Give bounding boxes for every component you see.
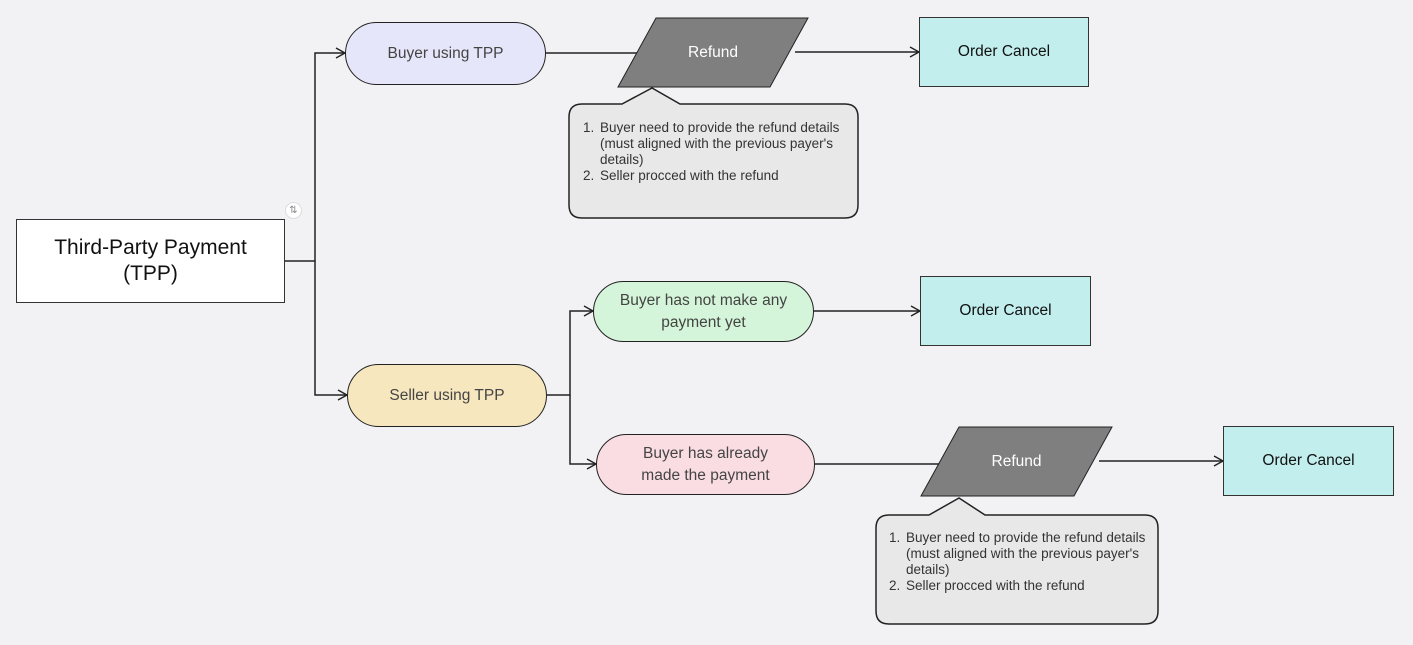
node-seller-using-tpp[interactable]: Seller using TPP bbox=[347, 364, 547, 427]
order-cancel-node-2[interactable]: Order Cancel bbox=[920, 276, 1091, 346]
order-cancel-node-2-label: Order Cancel bbox=[959, 302, 1052, 319]
connector-seller-tpp-to-already-paid bbox=[569, 395, 598, 470]
order-cancel-node-3-label: Order Cancel bbox=[1262, 452, 1355, 469]
connector-root-to-buyer-tpp bbox=[285, 47, 347, 262]
order-cancel-node-3[interactable]: Order Cancel bbox=[1223, 426, 1394, 496]
node-buyer-not-paid[interactable]: Buyer has not make any payment yet bbox=[593, 281, 814, 342]
refund-shape-1 bbox=[617, 17, 809, 88]
refund-node-1[interactable]: Refund bbox=[618, 18, 808, 87]
refund-note-2-step-2: Seller procced with the refund bbox=[904, 578, 1150, 594]
refund-note-1[interactable]: Buyer need to provide the refund details… bbox=[572, 120, 847, 184]
node-seller-using-tpp-label: Seller using TPP bbox=[389, 386, 505, 404]
refund-note-bubble-2 bbox=[875, 497, 1159, 625]
refund-node-2-label: Refund bbox=[991, 452, 1042, 470]
link-icon[interactable]: ⇅ bbox=[285, 202, 302, 219]
refund-note-2[interactable]: Buyer need to provide the refund details… bbox=[878, 530, 1150, 594]
refund-shape-2 bbox=[920, 426, 1113, 497]
refund-note-1-step-2: Seller procced with the refund bbox=[598, 168, 847, 184]
node-buyer-using-tpp[interactable]: Buyer using TPP bbox=[345, 22, 546, 85]
refund-node-2[interactable]: Refund bbox=[921, 427, 1112, 496]
refund-note-2-list: Buyer need to provide the refund details… bbox=[878, 530, 1150, 594]
root-node-label: Third-Party Payment (TPP) bbox=[54, 236, 247, 285]
refund-node-1-label: Refund bbox=[688, 43, 738, 61]
order-cancel-node-1-label: Order Cancel bbox=[957, 43, 1051, 60]
root-node-tpp[interactable]: Third-Party Payment (TPP) bbox=[16, 219, 285, 303]
order-cancel-node-1[interactable]: Order Cancel bbox=[919, 17, 1089, 87]
node-buyer-using-tpp-label: Buyer using TPP bbox=[387, 44, 504, 62]
refund-note-1-list: Buyer need to provide the refund details… bbox=[572, 120, 847, 184]
node-buyer-already-paid[interactable]: Buyer has already made the payment bbox=[596, 434, 815, 495]
refund-note-2-step-1: Buyer need to provide the refund details… bbox=[904, 530, 1150, 578]
connector-seller-tpp-to-not-paid bbox=[547, 305, 595, 396]
node-buyer-already-paid-label: Buyer has already made the payment bbox=[641, 444, 770, 484]
refund-note-1-step-1: Buyer need to provide the refund details… bbox=[598, 120, 847, 168]
refund-note-bubble-1 bbox=[568, 87, 859, 219]
node-buyer-not-paid-label: Buyer has not make any payment yet bbox=[619, 291, 788, 331]
connector-root-to-seller-tpp bbox=[314, 261, 349, 401]
